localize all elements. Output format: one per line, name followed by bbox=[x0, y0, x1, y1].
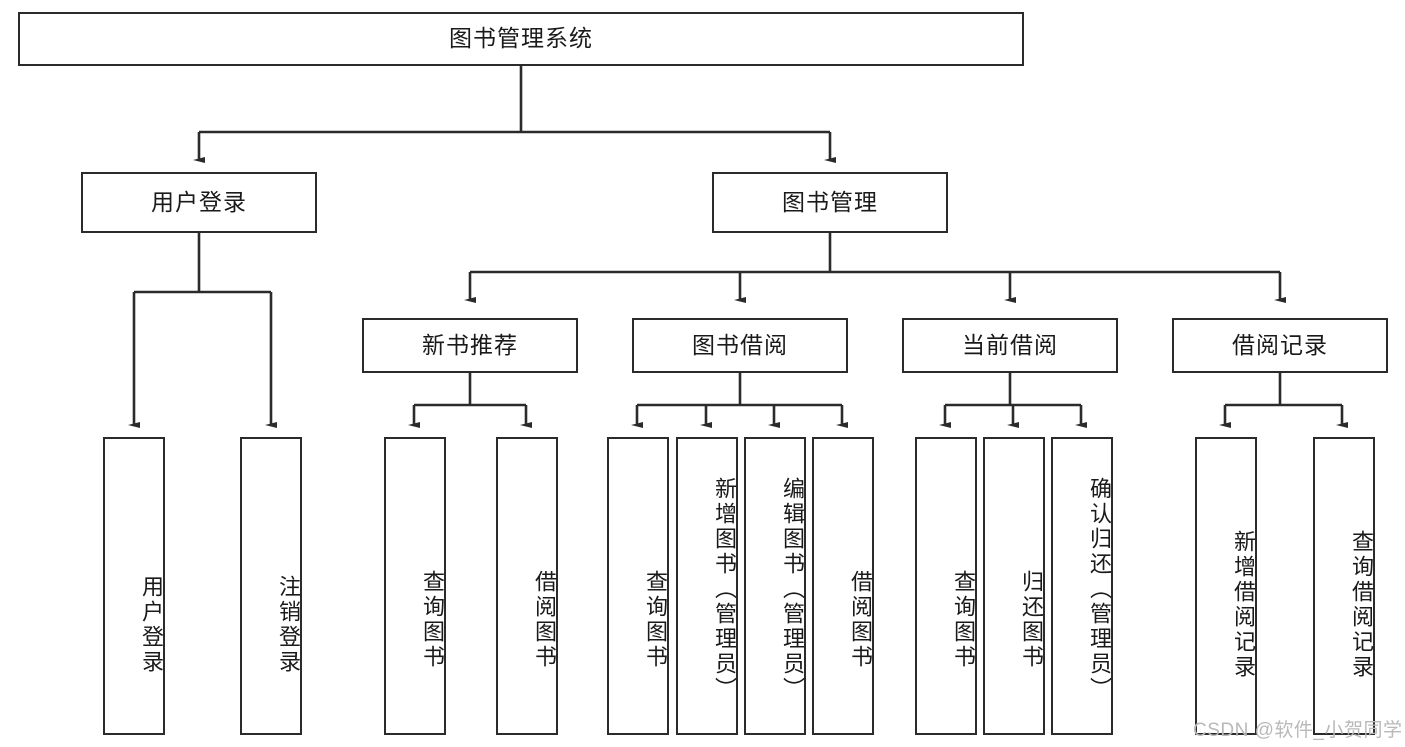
node-root-system[interactable]: 图书管理系统 bbox=[18, 12, 1024, 66]
leaf-current-return-book[interactable]: 归还图书 bbox=[983, 437, 1045, 735]
leaf-borrow-borrow-book[interactable]: 借阅图书 bbox=[812, 437, 874, 735]
leaf-borrow-edit-book-admin[interactable]: 编辑图书（管理员） bbox=[744, 437, 806, 735]
node-label: 图书借阅 bbox=[692, 331, 788, 358]
node-label: 归还图书 bbox=[1019, 570, 1044, 670]
leaf-records-query-record[interactable]: 查询借阅记录 bbox=[1313, 437, 1375, 735]
leaf-current-query-book[interactable]: 查询图书 bbox=[915, 437, 977, 735]
watermark-text: CSDN @软件_小贺同学 bbox=[1193, 720, 1403, 741]
leaf-current-confirm-return-admin[interactable]: 确认归还（管理员） bbox=[1051, 437, 1113, 735]
node-label: 查询图书 bbox=[951, 570, 976, 670]
node-label: 确认归还（管理员） bbox=[1087, 476, 1112, 702]
node-label: 新书推荐 bbox=[422, 331, 518, 358]
node-book-borrow[interactable]: 图书借阅 bbox=[632, 318, 848, 373]
node-new-book-recommend[interactable]: 新书推荐 bbox=[362, 318, 578, 373]
leaf-borrow-query-book[interactable]: 查询图书 bbox=[607, 437, 669, 735]
node-label: 查询借阅记录 bbox=[1349, 530, 1374, 680]
leaf-records-add-record[interactable]: 新增借阅记录 bbox=[1195, 437, 1257, 735]
node-label: 新增借阅记录 bbox=[1231, 530, 1256, 680]
node-label: 当前借阅 bbox=[962, 331, 1058, 358]
node-borrow-records[interactable]: 借阅记录 bbox=[1172, 318, 1388, 373]
node-label: 图书管理系统 bbox=[449, 25, 593, 52]
node-label: 用户登录 bbox=[151, 188, 247, 215]
node-user-login[interactable]: 用户登录 bbox=[81, 172, 317, 233]
node-label: 借阅图书 bbox=[848, 570, 873, 670]
node-book-management[interactable]: 图书管理 bbox=[712, 172, 948, 233]
leaf-new-book-borrow[interactable]: 借阅图书 bbox=[496, 437, 558, 735]
node-label: 注销登录 bbox=[276, 575, 301, 675]
node-label: 查询图书 bbox=[420, 570, 445, 670]
node-label: 图书管理 bbox=[782, 188, 878, 215]
node-current-borrow[interactable]: 当前借阅 bbox=[902, 318, 1118, 373]
node-label: 编辑图书（管理员） bbox=[780, 476, 805, 702]
leaf-user-login-signin[interactable]: 用户登录 bbox=[103, 437, 165, 735]
leaf-new-book-query[interactable]: 查询图书 bbox=[384, 437, 446, 735]
node-label: 查询图书 bbox=[643, 570, 668, 670]
node-label: 借阅图书 bbox=[532, 570, 557, 670]
node-label: 借阅记录 bbox=[1232, 331, 1328, 358]
node-label: 用户登录 bbox=[139, 575, 164, 675]
node-label: 新增图书（管理员） bbox=[712, 476, 737, 702]
leaf-borrow-add-book-admin[interactable]: 新增图书（管理员） bbox=[676, 437, 738, 735]
leaf-user-login-signout[interactable]: 注销登录 bbox=[240, 437, 302, 735]
